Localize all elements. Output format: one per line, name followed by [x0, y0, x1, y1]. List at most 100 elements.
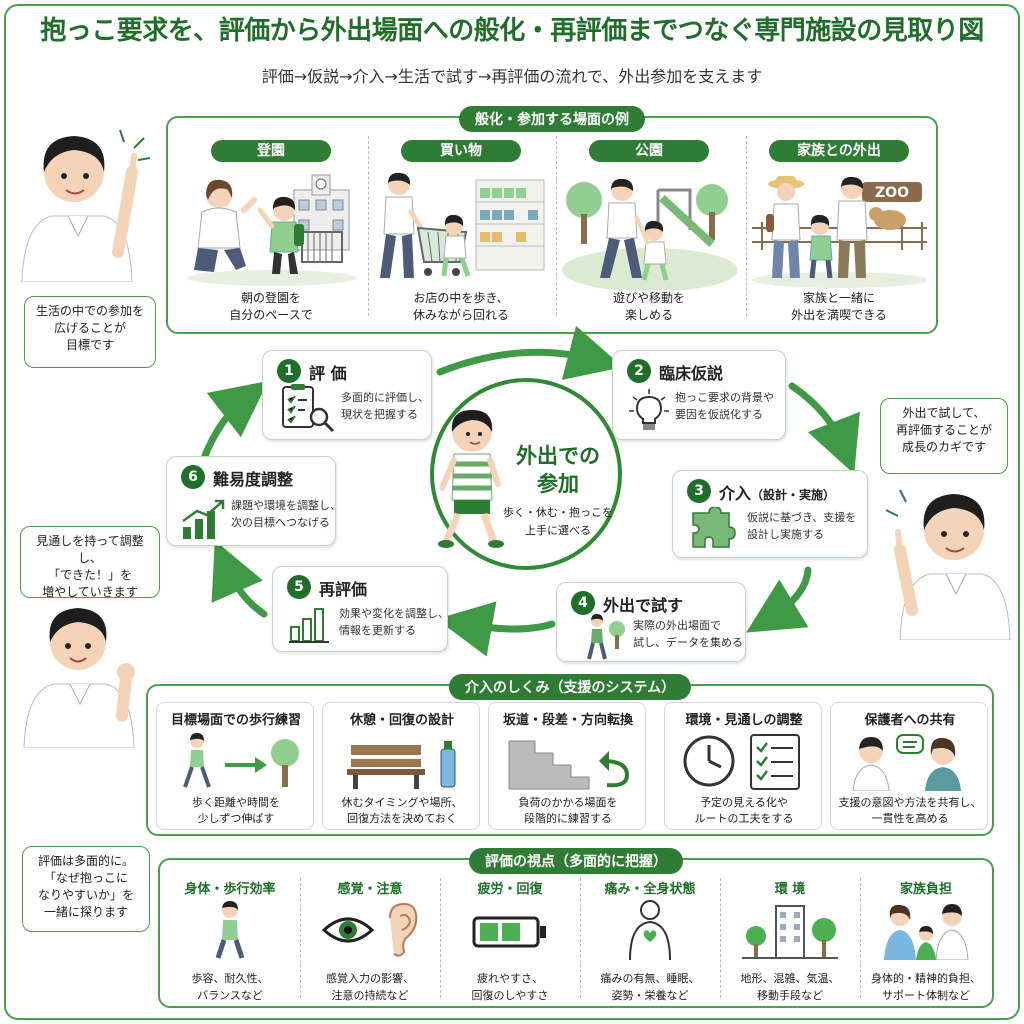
viewpoints-panel-label: 評価の視点（多面的に把握） — [469, 848, 683, 874]
card-title: 環境・見通しの調整 — [685, 713, 803, 728]
shopping-scene-illustration — [380, 172, 545, 278]
puzzle-icon — [692, 507, 736, 548]
step-description: 多面的に評価し、 現状を把握する — [341, 391, 429, 421]
viewpoint-description: 地形、混雑、気温、 移動手段など — [740, 972, 840, 1002]
step-number: 5 — [287, 575, 311, 599]
clock-checklist-icon — [683, 734, 800, 790]
step-title: 評 価 — [309, 364, 347, 383]
eye-ear-icon — [321, 902, 418, 957]
scene-park: 公園 遊びや移動を 楽しめる — [554, 140, 744, 330]
mechanism-panel: 介入のしくみ（支援のシステム） 目標場面での歩行練習 歩く距離や時間を 少しずつ… — [146, 674, 994, 836]
step-number: 4 — [571, 591, 595, 615]
two-people-talking-icon — [852, 734, 961, 791]
step-title: 再評価 — [319, 580, 368, 599]
step-try-outing: 4 外出で試す 実際の外出場面で 試し、データを集める — [556, 582, 746, 662]
family-icon — [884, 904, 969, 960]
viewpoint-title: 疲労・回復 — [477, 882, 543, 897]
step-number: 2 — [627, 359, 651, 383]
step-number: 3 — [687, 479, 711, 503]
center-subtitle: 歩く・休む・抱っこを 上手に選べる — [503, 506, 613, 537]
bar-chart-icon — [289, 608, 329, 643]
card-title: 目標場面での歩行練習 — [170, 713, 301, 728]
viewpoint-environment: 環 境 地形、混雑、気温、 移動手段など — [720, 878, 860, 1006]
page-frame — [4, 4, 1020, 1020]
walking-practice-icon — [183, 733, 299, 788]
step-description: 効果や変化を調整し、 情報を更新する — [339, 607, 449, 637]
bench-bottle-icon — [347, 741, 456, 789]
battery-icon — [472, 916, 546, 948]
arrow-3-to-4 — [746, 566, 812, 633]
step-title: 難易度調整 — [213, 470, 294, 489]
card-description: 予定の見える化や ルートの工夫をする — [694, 796, 794, 825]
staff-person-mid-left — [23, 608, 135, 748]
viewpoint-description: 歩容、耐久性、 バランスなど — [191, 972, 269, 1002]
scene-label: 買い物 — [401, 140, 521, 162]
speech-bubble-bottom-left: 評価は多面的に。 「なぜ抱っこに なりやすいか」を 一緒に探ります — [22, 846, 150, 932]
step-title: 臨床仮説 — [659, 364, 724, 383]
arrow-2-to-3 — [788, 382, 860, 475]
viewpoint-title: 感覚・注意 — [337, 882, 403, 897]
staff-person-top-left — [21, 129, 151, 282]
card-rest-recovery: 休憩・回復の設計 休むタイミングや場所、 回復方法を決めておく — [322, 702, 480, 830]
viewpoint-description: 感覚入力の影響、 注意の持続など — [326, 972, 414, 1002]
scene-label: 公園 — [589, 140, 709, 162]
scenes-panel: 般化・参加する場面の例 登園 朝の登園を 自分のペースで — [166, 106, 938, 334]
scene-shopping: 買い物 お店の中を歩き、 休みながら回れる — [366, 140, 556, 330]
step-difficulty-adjustment: 6 難易度調整 課題や環境を調整し、 次の目標へつなげる — [166, 456, 341, 546]
step-number: 1 — [277, 359, 301, 383]
viewpoint-description: 痛みの有無、睡眠、 姿勢・栄養など — [600, 972, 700, 1002]
walking-child-illustration — [438, 410, 504, 548]
clipboard-magnifier-icon — [282, 384, 335, 433]
arrow-4-to-5 — [436, 601, 556, 657]
step-title: 介入（設計・実施） — [719, 484, 836, 503]
viewpoint-description: 疲れやすさ、 回復のしやすさ — [471, 972, 549, 1002]
family-outing-scene-illustration: ZOO — [752, 176, 927, 288]
card-slopes-steps: 坂道・段差・方向転換 負荷のかかる場面を 段階的に練習する — [488, 702, 646, 830]
sparkle-icon — [119, 129, 151, 161]
page-title: 抱っこ要求を、評価から外出場面への般化・再評価までつなぐ専門施設の見取り図 — [40, 16, 984, 46]
card-title: 坂道・段差・方向転換 — [502, 713, 633, 728]
scene-caption: 遊びや移動を 楽しめる — [612, 291, 685, 322]
scene-caption: お店の中を歩き、 休みながら回れる — [412, 291, 509, 322]
scenes-panel-label: 般化・参加する場面の例 — [459, 106, 645, 132]
viewpoint-sensory-attention: 感覚・注意 感覚入力の影響、 注意の持続など — [300, 878, 440, 1006]
staff-person-right — [885, 489, 1011, 640]
sparkle-icon — [885, 489, 907, 517]
zoo-sign-text: ZOO — [875, 185, 909, 201]
scene-separator — [556, 136, 557, 316]
viewpoint-title: 環 境 — [774, 882, 806, 897]
card-description: 休むタイミングや場所、 回復方法を決めておく — [341, 796, 463, 825]
step-number: 6 — [181, 465, 205, 489]
viewpoint-separator — [580, 878, 581, 998]
card-description: 支援の意図や方法を共有し、 一貫性を高める — [838, 796, 982, 825]
page-subtitle: 評価→仮説→介入→生活で試す→再評価の流れで、外出参加を支えます — [261, 67, 763, 86]
speech-bubble-right: 外出で試して、 再評価することが 成長のカギです — [880, 398, 1008, 474]
scene-caption: 朝の登園を 自分のペースで — [229, 291, 313, 322]
step-description: 課題や環境を調整し、 次の目標へつなげる — [231, 499, 341, 529]
step-description: 実際の外出場面で 試し、データを集める — [633, 619, 743, 649]
card-title: 休憩・回復の設計 — [349, 713, 454, 728]
school-scene-illustration — [187, 174, 357, 286]
step-description: 抱っこ要求の背景や 要因を仮説化する — [675, 391, 774, 421]
arrow-1-to-2 — [436, 325, 624, 380]
growth-chart-icon — [182, 499, 225, 539]
step-title: 外出で試す — [603, 596, 684, 615]
viewpoint-description: 身体的・精神的負担、 サポート体制など — [871, 972, 981, 1002]
viewpoint-pain-condition: 痛み・全身状態 痛みの有無、睡眠、 姿勢・栄養など — [580, 878, 720, 1006]
speech-bubble-top-left: 生活の中での参加を 広げることが 目標です — [24, 296, 156, 368]
viewpoint-title: 痛み・全身状態 — [604, 882, 696, 897]
scene-caption: 家族と一緒に 外出を満喫できる — [791, 291, 887, 322]
viewpoints-panel: 評価の視点（多面的に把握） 身体・歩行効率 歩容、耐久性、 バランスなど 感覚・… — [158, 848, 994, 1008]
scene-separator — [368, 136, 369, 316]
viewpoint-separator — [860, 878, 861, 998]
card-title: 保護者への共有 — [864, 713, 956, 728]
scene-separator — [746, 136, 747, 316]
scene-label: 登園 — [211, 140, 331, 162]
arrow-5-to-6 — [211, 540, 268, 618]
viewpoint-body-gait: 身体・歩行効率 歩容、耐久性、 バランスなど — [160, 878, 300, 1006]
step-intervention: 3 介入（設計・実施） 仮説に基づき、支援を 設計し実施する — [672, 470, 868, 558]
card-description: 負荷のかかる場面を 段階的に練習する — [518, 796, 618, 825]
walking-child-icon — [215, 901, 245, 959]
center-title: 外出での 参加 — [516, 444, 600, 496]
